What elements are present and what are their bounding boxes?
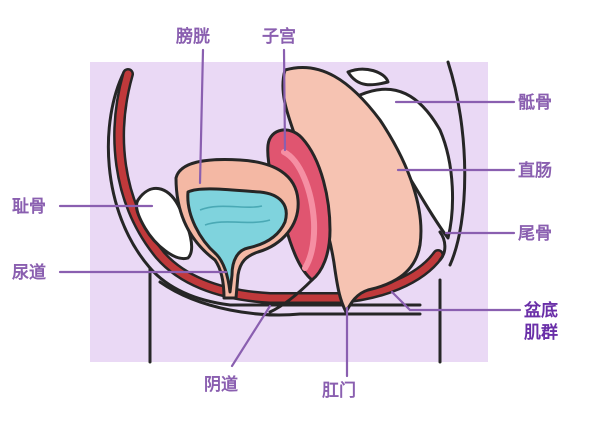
leader-bladder bbox=[198, 48, 205, 185]
label-pubis: 耻骨 bbox=[12, 196, 46, 217]
label-bladder: 膀胱 bbox=[176, 26, 210, 47]
label-coccyx: 尾骨 bbox=[518, 224, 552, 244]
leader-pelvic-floor bbox=[390, 290, 522, 312]
label-vagina: 阴道 bbox=[204, 374, 238, 395]
body-outline-front bbox=[106, 70, 422, 307]
urine-ripples bbox=[199, 205, 271, 226]
label-pelvic-floor-line1: 盆底 bbox=[523, 300, 558, 321]
label-urethra: 尿道 bbox=[12, 262, 46, 283]
leader-uterus bbox=[282, 48, 287, 152]
skin-line bbox=[158, 280, 422, 317]
label-anus: 肛门 bbox=[322, 380, 356, 401]
urine bbox=[186, 187, 288, 294]
label-sacrum: 骶骨 bbox=[518, 93, 552, 113]
label-rectum: 直肠 bbox=[518, 160, 552, 181]
body-outline-back bbox=[446, 60, 467, 267]
uterus-inner bbox=[281, 149, 318, 271]
label-uterus: 子宫 bbox=[262, 26, 296, 47]
label-pelvic-floor-line2: 肌群 bbox=[524, 322, 558, 343]
vagina-canal bbox=[268, 278, 314, 314]
pelvic-floor-muscle bbox=[115, 70, 442, 302]
leader-vagina bbox=[230, 304, 272, 368]
sacrum-top bbox=[346, 67, 390, 87]
coccyx bbox=[438, 230, 447, 262]
